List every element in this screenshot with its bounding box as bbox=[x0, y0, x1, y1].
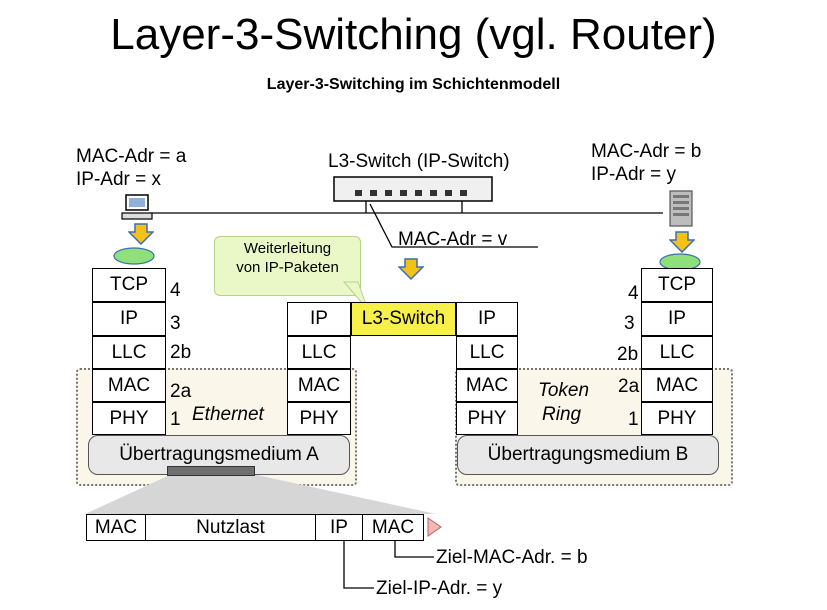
switch-icon bbox=[333, 176, 493, 202]
right-mac-layer: MAC bbox=[641, 369, 713, 402]
host-a-ip-label: IP-Adr = x bbox=[76, 169, 161, 190]
switch-right-ip-layer: IP bbox=[456, 302, 518, 336]
right-tcp-layer: TCP bbox=[641, 268, 713, 302]
medium-b: Übertragungsmedium B bbox=[457, 435, 719, 475]
layer-number-1: 1 bbox=[170, 409, 181, 430]
callout-line-1: Weiterleitung bbox=[243, 240, 332, 257]
switch-right-llc-layer: LLC bbox=[456, 336, 518, 369]
host-b-mac-label: MAC-Adr = b bbox=[591, 141, 702, 162]
frame-mac-trailer: MAC bbox=[362, 514, 424, 541]
host-b-ip-label: IP-Adr = y bbox=[591, 164, 676, 185]
left-llc-layer: LLC bbox=[92, 336, 166, 369]
left-mac-layer: MAC bbox=[92, 369, 166, 402]
callout-line-2: von IP-Paketen bbox=[236, 259, 339, 276]
layer-number-2b: 2b bbox=[617, 344, 639, 365]
frame-mac-header: MAC bbox=[86, 514, 146, 541]
layer-number-2b: 2b bbox=[170, 342, 192, 363]
right-phy-layer: PHY bbox=[641, 402, 713, 435]
layer-number-3: 3 bbox=[170, 313, 181, 334]
computer-icon bbox=[121, 194, 153, 220]
right-llc-layer: LLC bbox=[641, 336, 713, 369]
switch-left-ip-layer: IP bbox=[287, 302, 351, 336]
medium-a-highlight bbox=[167, 466, 255, 476]
dest-mac-annotation: Ziel-MAC-Adr. = b bbox=[436, 547, 588, 568]
page-title: Layer-3-Switching (vgl. Router) bbox=[110, 10, 717, 59]
diagram-subtitle: Layer-3-Switching im Schichtenmodell bbox=[266, 76, 561, 93]
switch-mac-label: MAC-Adr = v bbox=[398, 229, 508, 250]
left-ip-layer: IP bbox=[92, 302, 166, 336]
left-tcp-layer: TCP bbox=[92, 268, 166, 302]
layer-number-4: 4 bbox=[628, 283, 639, 304]
dest-ip-annotation: Ziel-IP-Adr. = y bbox=[376, 578, 503, 599]
expansion-shape bbox=[85, 474, 436, 514]
down-arrow-icon bbox=[128, 223, 154, 245]
layer-number-4: 4 bbox=[170, 280, 181, 301]
host-a-mac-label: MAC-Adr = a bbox=[76, 146, 187, 167]
switch-left-llc-layer: LLC bbox=[287, 336, 351, 369]
layer-number-1: 1 bbox=[628, 409, 639, 430]
switch-label: L3-Switch (IP-Switch) bbox=[328, 151, 510, 172]
down-arrow-icon bbox=[398, 258, 424, 280]
server-icon bbox=[669, 190, 693, 227]
layer-number-3: 3 bbox=[624, 313, 635, 334]
switch-right-phy-layer: PHY bbox=[456, 402, 518, 435]
switch-left-phy-layer: PHY bbox=[287, 402, 351, 435]
frame-ip-header: IP bbox=[315, 514, 363, 541]
down-arrow-icon bbox=[669, 231, 695, 253]
token-ring-label-line-2: Ring bbox=[542, 404, 582, 425]
frame-payload: Nutzlast bbox=[145, 514, 316, 541]
left-phy-layer: PHY bbox=[92, 402, 166, 435]
switch-left-mac-layer: MAC bbox=[287, 369, 351, 402]
packet-ellipse bbox=[113, 247, 155, 265]
l3-switch-layer: L3-Switch bbox=[351, 302, 456, 336]
forwarding-callout: Weiterleitung von IP-Paketen bbox=[214, 236, 361, 296]
token-ring-label-line-1: Token bbox=[538, 380, 590, 401]
right-ip-layer: IP bbox=[641, 302, 713, 336]
layer-number-2a: 2a bbox=[170, 381, 192, 402]
ethernet-label: Ethernet bbox=[192, 404, 264, 425]
layer-number-2a: 2a bbox=[618, 376, 640, 397]
switch-right-mac-layer: MAC bbox=[456, 369, 518, 402]
